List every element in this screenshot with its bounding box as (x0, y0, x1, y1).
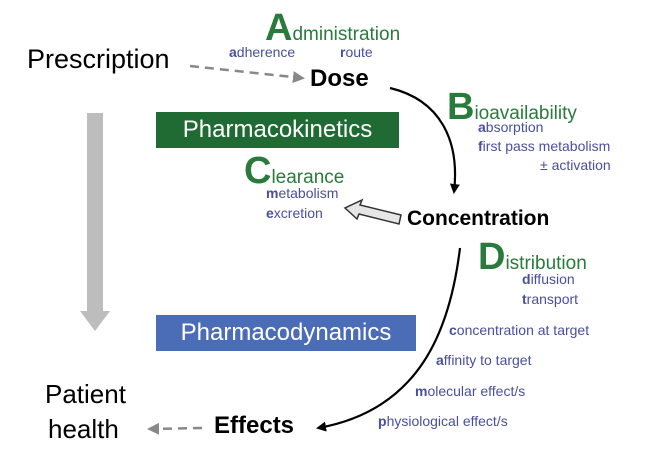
item-rest: oncentration at target (456, 322, 590, 338)
administration-initial: A (265, 7, 293, 49)
item-initial: p (378, 413, 387, 429)
item-initial: a (436, 352, 444, 368)
effects-to-patient-arrow (147, 422, 203, 435)
pd-item-molecular-effects: molecular effect/s (415, 384, 525, 398)
administration-rest: dministration (292, 24, 401, 45)
patient-health-line2: health (48, 414, 119, 444)
pd-item-affinity-to-target: affinity to target (436, 353, 531, 367)
item-rest: ffinity to target (443, 352, 532, 368)
dose-label: Dose (310, 65, 369, 92)
clearance-heading: Clearance (244, 152, 344, 190)
item-rest: hysiological effect/s (386, 413, 508, 429)
distribution-item-transport: transport (522, 292, 578, 306)
bioavailability-activation: ± activation (540, 157, 611, 173)
prescription-to-patient-arrow (80, 113, 110, 331)
item-initial: a (229, 44, 237, 60)
item-rest: ransport (526, 291, 579, 307)
administration-heading: Administration (265, 9, 400, 47)
item-initial: r (340, 44, 346, 60)
item-initial: m (415, 383, 428, 399)
effects-label: Effects (214, 412, 295, 439)
dose-to-concentration-arrow (389, 86, 460, 194)
clearance-item-excretion: excretion (266, 206, 323, 220)
concentration-to-effects-arrow (316, 247, 462, 432)
distribution-heading: Distribution (478, 238, 587, 276)
item-rest: bsorption (485, 119, 544, 135)
item-rest: etabolism (278, 185, 339, 201)
item-rest: dherence (236, 44, 296, 60)
item-rest: olecular effect/s (427, 383, 526, 399)
item-initial: c (449, 322, 457, 338)
item-initial: m (266, 185, 279, 201)
clearance-rest: learance (271, 167, 345, 188)
bioavailability-initial: B (447, 86, 475, 128)
item-initial: e (266, 205, 274, 221)
administration-item-route: route (340, 45, 373, 59)
concentration-to-clearance-arrow (343, 198, 402, 225)
item-rest: irst pass metabolism (482, 138, 611, 154)
item-rest: oute (345, 44, 373, 60)
bioavailability-rest: ioavailability (474, 103, 577, 124)
prescription-label: Prescription (27, 44, 170, 74)
bioavailability-item-first-pass: first pass metabolism (478, 139, 610, 153)
pd-item-concentration-at-target: concentration at target (449, 323, 589, 337)
pharmacodynamics-box: Pharmacodynamics (156, 315, 416, 351)
pd-item-physiological-effects: physiological effect/s (378, 414, 508, 428)
bioavailability-item-absorption: absorption (478, 120, 543, 134)
item-initial: f (478, 138, 483, 154)
pharmacokinetics-box: Pharmacokinetics (156, 112, 399, 148)
prescription-to-dose-arrow (189, 64, 305, 84)
patient-health-line1: Patient (45, 379, 126, 409)
clearance-initial: C (244, 150, 272, 192)
clearance-item-metabolism: metabolism (266, 186, 338, 200)
distribution-initial: D (478, 236, 506, 278)
distribution-rest: istribution (505, 253, 587, 274)
item-initial: t (522, 291, 527, 307)
item-rest: iffusion (530, 271, 575, 287)
item-initial: a (478, 119, 486, 135)
distribution-item-diffusion: diffusion (522, 272, 575, 286)
item-initial: d (522, 271, 531, 287)
bioavailability-heading: Bioavailability (447, 88, 577, 126)
concentration-label: Concentration (407, 207, 550, 230)
administration-item-adherence: adherence (229, 45, 295, 59)
item-rest: xcretion (273, 205, 323, 221)
